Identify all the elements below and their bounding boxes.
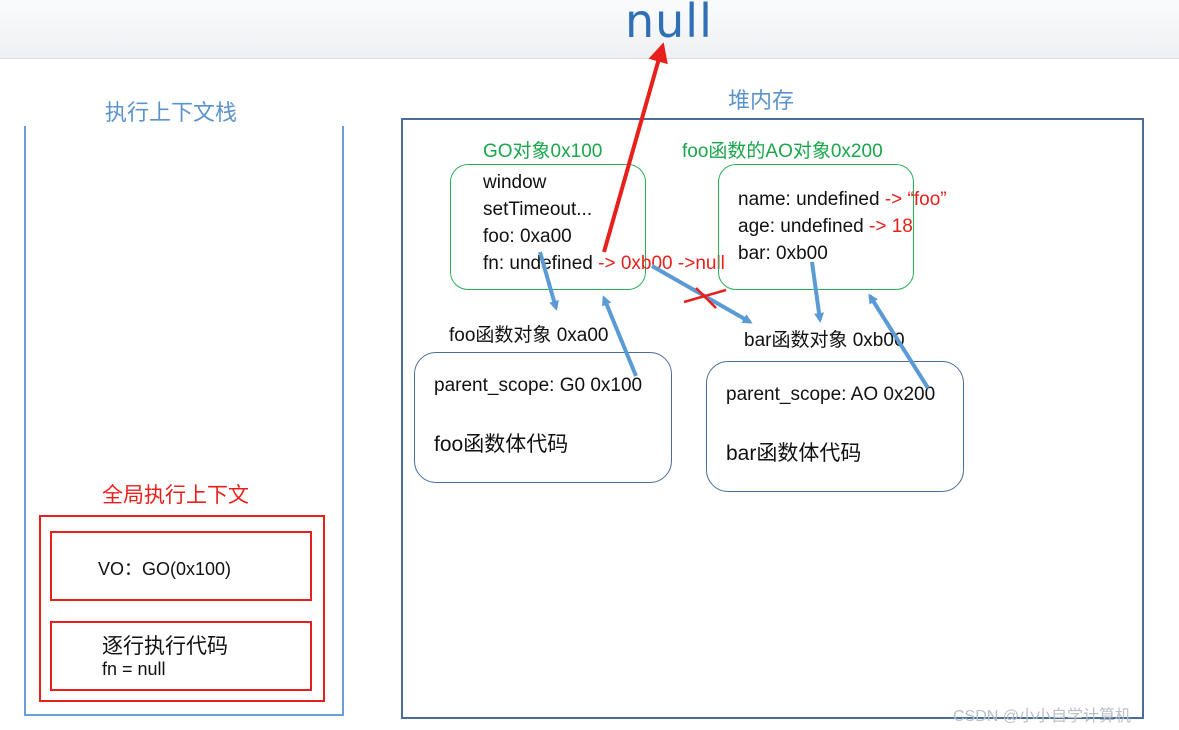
arrow-foo-to-fn-object xyxy=(538,251,559,311)
ao-properties: name: undefined -> “foo” age: undefined … xyxy=(738,186,947,267)
arrow-foo-scope-to-go xyxy=(602,295,638,377)
exec-code-box xyxy=(50,621,312,691)
foo-fn-title: foo函数对象 0xa00 xyxy=(449,325,609,346)
go-prop-foo: foo: 0xa00 xyxy=(483,226,572,247)
ao-prop-age: age: undefined -> 18 xyxy=(738,213,947,240)
go-title: GO对象0x100 xyxy=(483,141,603,162)
ao-age-prefix: age: undefined xyxy=(738,216,870,237)
bar-body: bar函数体代码 xyxy=(726,442,862,465)
arrow-fn-to-null xyxy=(602,42,668,253)
foo-body: foo函数体代码 xyxy=(434,433,569,456)
null-value: null xyxy=(625,0,713,48)
go-object xyxy=(450,164,646,290)
bar-fn-title: bar函数对象 0xb00 xyxy=(744,330,905,351)
ao-prop-name: name: undefined -> “foo” xyxy=(738,186,947,213)
bar-function-object xyxy=(706,361,964,492)
exec-code-line: fn = null xyxy=(102,659,166,679)
ao-name-prefix: name: undefined xyxy=(738,189,885,210)
go-prop-window: window xyxy=(483,172,547,193)
go-prop-fn: fn: undefined -> 0xb00 ->null xyxy=(483,250,725,277)
bar-parent-scope: parent_scope: AO 0x200 xyxy=(726,384,936,405)
foo-function-object xyxy=(414,352,672,483)
stack-title: 执行上下文栈 xyxy=(105,100,238,125)
exec-code-title: 逐行执行代码 xyxy=(102,635,228,658)
execution-context-stack xyxy=(24,126,344,716)
ao-age-change: -> 18 xyxy=(869,216,913,237)
gec-title: 全局执行上下文 xyxy=(102,484,249,507)
ao-title: foo函数的AO对象0x200 xyxy=(682,141,883,162)
foo-parent-scope: parent_scope: G0 0x100 xyxy=(434,375,643,396)
watermark: CSDN @小小自学计算机 xyxy=(953,708,1132,725)
cross-mark-b xyxy=(695,287,717,309)
top-band xyxy=(0,0,1179,59)
go-fn-prefix: fn: undefined xyxy=(483,253,599,274)
ao-name-change: -> “foo” xyxy=(884,189,947,210)
heap-memory xyxy=(401,118,1144,719)
heap-title: 堆内存 xyxy=(728,88,795,113)
vo-box xyxy=(50,531,312,601)
ao-prop-bar: bar: 0xb00 xyxy=(738,243,828,264)
arrow-bar-scope-to-ao xyxy=(868,293,930,390)
go-properties: window setTimeout... foo: 0xa00 fn: unde… xyxy=(483,169,725,277)
go-fn-change: -> 0xb00 ->null xyxy=(598,253,725,274)
global-execution-context xyxy=(39,515,325,702)
arrow-ao-bar-to-bar-object xyxy=(810,261,824,323)
go-prop-settimeout: setTimeout... xyxy=(483,199,593,220)
vo-label: VO：GO(0x100) xyxy=(98,559,232,579)
